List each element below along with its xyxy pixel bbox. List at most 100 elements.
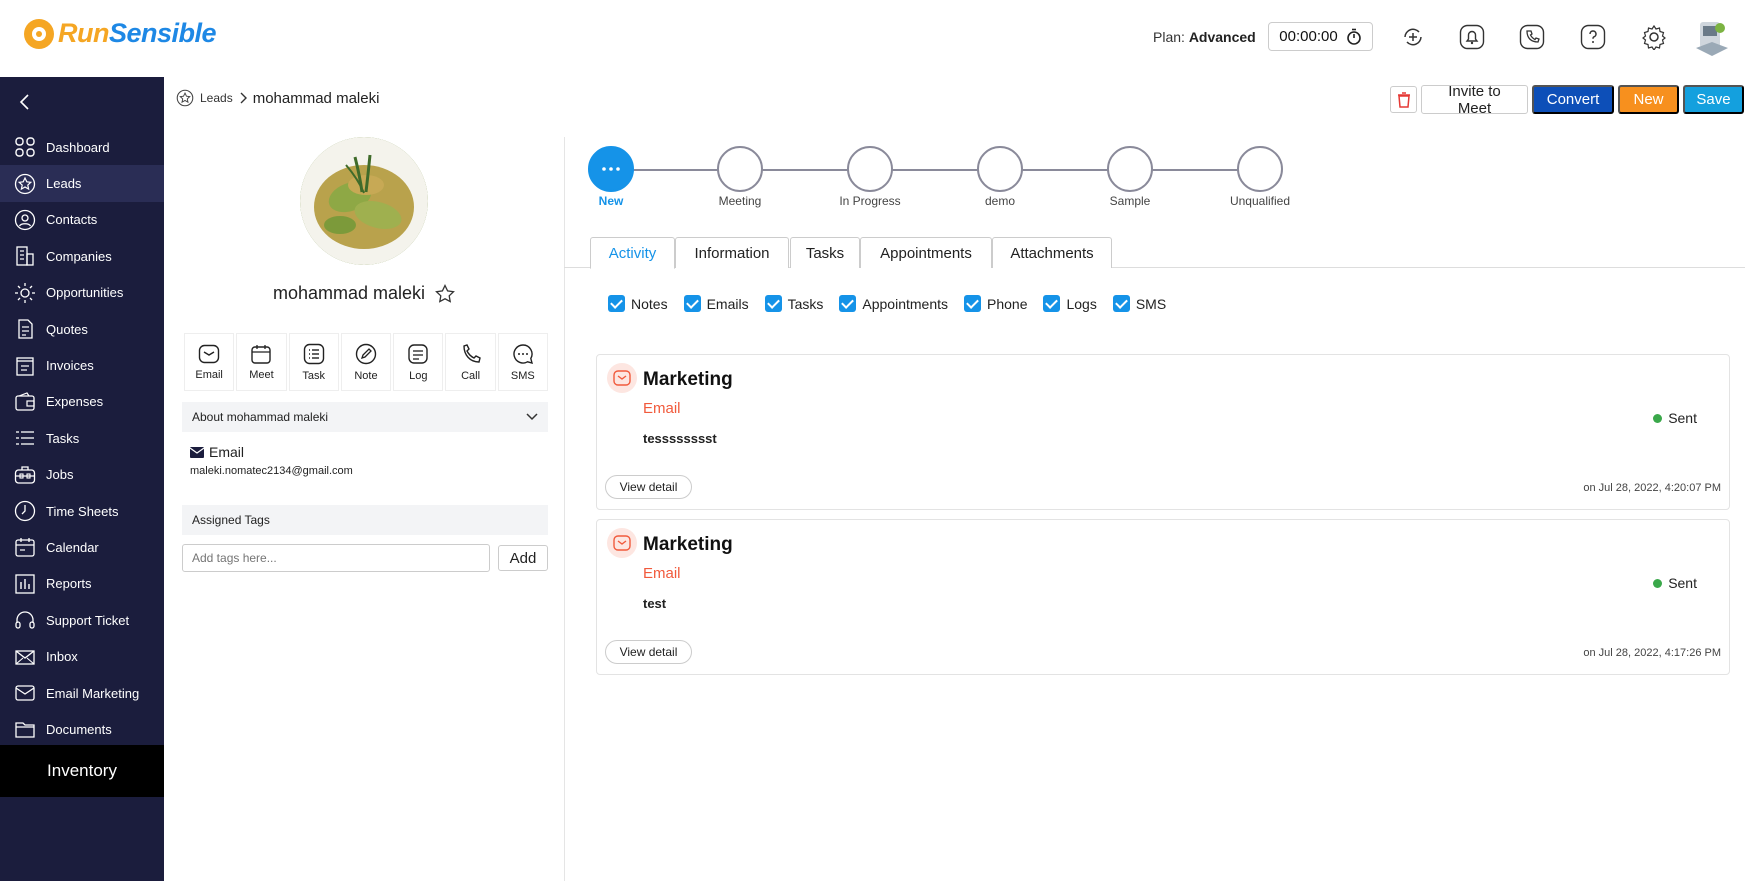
tab-tasks[interactable]: Tasks <box>790 237 860 268</box>
pipeline-stage-sample[interactable] <box>1107 146 1153 192</box>
filter-notes[interactable]: Notes <box>608 295 668 312</box>
timer[interactable]: 00:00:00 <box>1268 22 1373 51</box>
logo-mark-icon <box>24 18 54 49</box>
sidebar-item-invoices[interactable]: Invoices <box>0 347 164 383</box>
tab-information[interactable]: Information <box>675 237 789 268</box>
checkbox[interactable] <box>683 295 701 312</box>
sidebar-item-label: Email Marketing <box>46 685 140 701</box>
view-detail-button[interactable]: View detail <box>605 640 692 664</box>
sidebar-item-inbox[interactable]: Inbox <box>0 638 164 674</box>
sidebar-item-jobs[interactable]: Jobs <box>0 457 164 493</box>
collapse-sidebar-button[interactable] <box>16 93 34 111</box>
email-icon <box>198 344 220 363</box>
quick-action-label: Meet <box>249 368 274 381</box>
plan-value: Advanced <box>1188 29 1256 45</box>
sidebar-item-quotes[interactable]: Quotes <box>0 311 164 347</box>
sidebar-item-expenses[interactable]: Expenses <box>0 384 164 420</box>
status-dot <box>1653 578 1663 588</box>
activity-body: tesssssssst <box>643 431 717 446</box>
pipeline-stage-unqualified[interactable] <box>1237 146 1283 192</box>
sidebar-item-companies[interactable]: Companies <box>0 238 164 274</box>
sync-add-icon[interactable] <box>1400 24 1426 50</box>
quick-action-label: Call <box>461 369 481 382</box>
sidebar-item-reports[interactable]: Reports <box>0 566 164 602</box>
invite-to-meet-button[interactable]: Invite to Meet <box>1421 83 1528 117</box>
lightbulb-icon <box>15 282 35 303</box>
sidebar-item-opportunities[interactable]: Opportunities <box>0 275 164 311</box>
bell-icon[interactable] <box>1459 24 1485 50</box>
quick-call-button[interactable]: Call <box>445 333 496 391</box>
activity-type: Email <box>643 565 681 582</box>
dashboard-icon <box>15 137 35 157</box>
quick-task-button[interactable]: Task <box>288 333 339 391</box>
tab-appointments[interactable]: Appointments <box>860 237 992 268</box>
quick-log-button[interactable]: Log <box>393 333 444 391</box>
activity-title: Marketing <box>643 369 733 390</box>
sidebar-item-inventory[interactable]: Inventory <box>0 745 164 797</box>
filter-emails[interactable]: Emails <box>683 295 749 312</box>
status-text: Sent <box>1668 410 1697 426</box>
delete-button[interactable] <box>1390 86 1417 113</box>
sidebar-item-email-marketing[interactable]: Email Marketing <box>0 675 164 711</box>
quick-email-button[interactable]: Email <box>184 333 235 391</box>
app-logo[interactable]: RunSensible <box>24 18 217 49</box>
sidebar-item-time-sheets[interactable]: Time Sheets <box>0 493 164 529</box>
sidebar-item-support-ticket[interactable]: Support Ticket <box>0 602 164 638</box>
pipeline-stage-demo[interactable] <box>977 146 1023 192</box>
filter-tasks[interactable]: Tasks <box>764 295 823 312</box>
pipeline-stage-meeting[interactable] <box>717 146 763 192</box>
pipeline-stage-in-progress[interactable] <box>847 146 893 192</box>
filter-phone[interactable]: Phone <box>964 295 1027 312</box>
invoice-icon <box>16 356 34 376</box>
sidebar-item-dashboard[interactable]: Dashboard <box>0 129 164 165</box>
chart-icon <box>15 574 35 594</box>
checkbox[interactable] <box>608 295 625 312</box>
envelope-icon <box>190 446 204 458</box>
save-button[interactable]: Save <box>1683 85 1744 114</box>
calendar-icon <box>251 344 272 364</box>
about-section-header[interactable]: About mohammad maleki <box>182 402 548 432</box>
sidebar-item-label: Leads <box>46 176 82 192</box>
user-avatar[interactable] <box>1694 18 1730 56</box>
add-tag-button[interactable]: Add <box>498 545 548 571</box>
pipeline-stage-new[interactable] <box>588 146 634 192</box>
checkbox[interactable] <box>964 295 981 312</box>
lead-avatar[interactable] <box>300 137 428 265</box>
filter-logs[interactable]: Logs <box>1043 295 1097 312</box>
sidebar-item-tasks[interactable]: Tasks <box>0 420 164 456</box>
lead-name: mohammad maleki <box>272 283 426 303</box>
new-button[interactable]: New <box>1618 85 1679 114</box>
status-text: Sent <box>1668 575 1697 591</box>
activity-type: Email <box>643 400 681 417</box>
checkbox[interactable] <box>764 295 782 312</box>
checkbox[interactable] <box>1043 295 1061 312</box>
tags-input[interactable] <box>182 544 490 572</box>
filter-appointments[interactable]: Appointments <box>839 295 948 312</box>
sidebar-item-leads[interactable]: Leads <box>0 165 164 202</box>
pencil-icon <box>355 343 377 364</box>
email-value[interactable]: maleki.nomatec2134@gmail.com <box>190 465 353 477</box>
phone-icon[interactable] <box>1519 24 1545 50</box>
breadcrumb-leads-link[interactable]: Leads <box>200 91 233 105</box>
clock-icon <box>14 500 36 522</box>
filter-label: Emails <box>706 295 749 312</box>
gear-icon[interactable] <box>1641 24 1667 50</box>
checkbox[interactable] <box>1112 295 1130 312</box>
help-icon[interactable] <box>1580 24 1606 50</box>
detail-tabs: Activity Information Tasks Appointments … <box>564 237 1745 269</box>
view-detail-button[interactable]: View detail <box>605 475 692 499</box>
checkbox[interactable] <box>839 295 857 312</box>
filter-label: Logs <box>1066 295 1097 312</box>
sidebar-item-label: Opportunities <box>46 285 124 301</box>
sidebar-item-contacts[interactable]: Contacts <box>0 202 164 238</box>
quick-meet-button[interactable]: Meet <box>236 333 287 391</box>
star-icon[interactable] <box>435 283 455 304</box>
convert-button[interactable]: Convert <box>1532 85 1614 114</box>
tab-attachments[interactable]: Attachments <box>992 237 1112 268</box>
tab-activity[interactable]: Activity <box>590 237 675 269</box>
sidebar-item-calendar[interactable]: Calendar <box>0 529 164 565</box>
quick-sms-button[interactable]: SMS <box>497 333 548 391</box>
quick-note-button[interactable]: Note <box>340 333 392 391</box>
sidebar-item-documents[interactable]: Documents <box>0 711 164 747</box>
filter-sms[interactable]: SMS <box>1112 295 1166 312</box>
